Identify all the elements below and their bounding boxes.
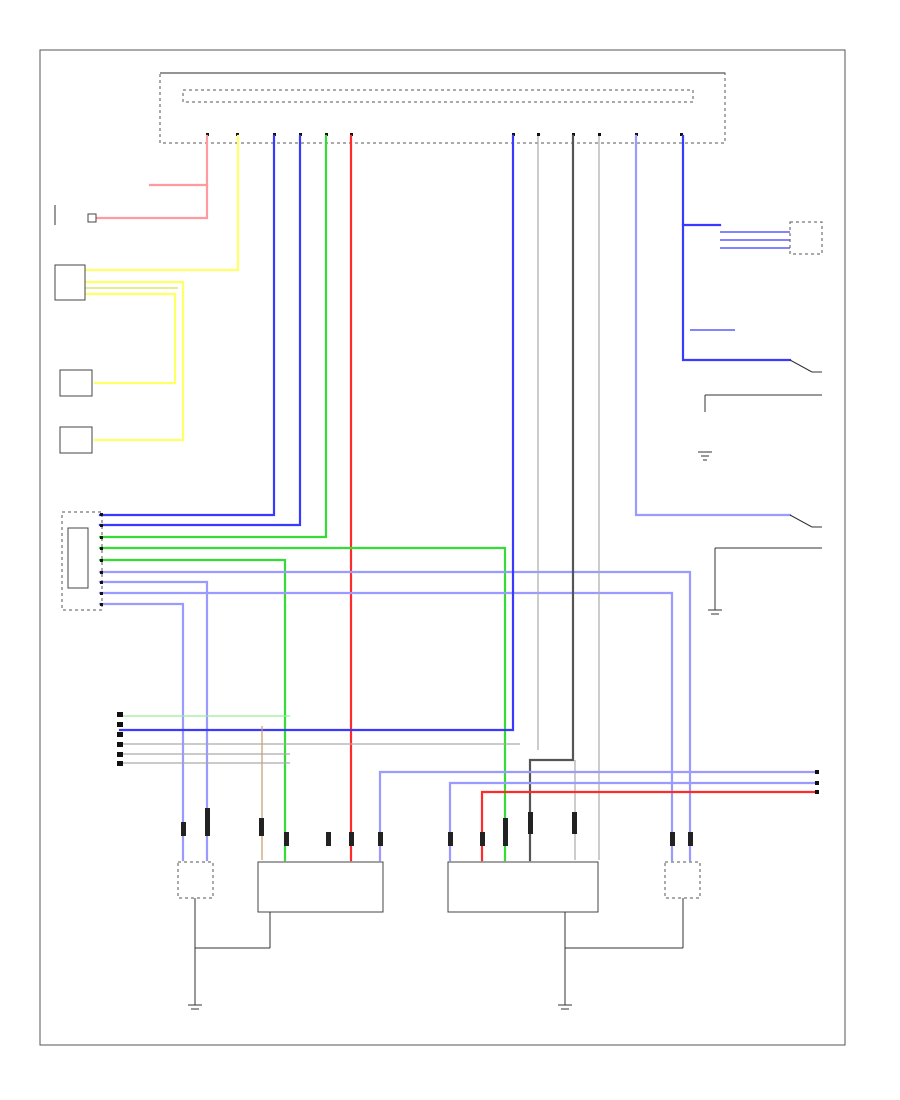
wire-lblue-r5 xyxy=(634,134,792,517)
wire-yellow-1 xyxy=(83,134,240,272)
wire-lblue-d xyxy=(98,602,185,862)
module-pins xyxy=(206,133,683,136)
left-connector-mid xyxy=(117,712,123,766)
control-module-outline xyxy=(159,72,726,144)
right-switch-2 xyxy=(714,514,822,610)
wire-gray-r4 xyxy=(574,136,600,860)
ground-bottom-left xyxy=(188,898,271,1010)
wire-pink-1 xyxy=(148,134,209,187)
wire-blue-a xyxy=(98,134,276,517)
wire-yellow-2 xyxy=(83,280,185,442)
ground-symbol-right-1 xyxy=(698,451,712,461)
right-switch-1 xyxy=(704,359,822,412)
bottom-connector-bars xyxy=(181,808,693,846)
wire-blue-r1 xyxy=(118,134,515,732)
bottom-module-right xyxy=(447,861,701,913)
ground-bottom-right xyxy=(558,898,684,1010)
wire-black-r3 xyxy=(528,134,575,862)
control-module-label-area xyxy=(728,72,828,127)
wire-green-a xyxy=(98,134,328,539)
wire-blue-r7 xyxy=(681,223,792,362)
wire-lblue-a xyxy=(98,570,692,862)
sensor-top-left xyxy=(54,205,97,225)
wire-green-b xyxy=(98,546,507,862)
wire-yellow-3 xyxy=(83,292,177,385)
lamp-1 xyxy=(59,369,93,397)
ground-symbol-right-2 xyxy=(708,609,722,615)
wire-blue-bus1 xyxy=(378,770,817,862)
wire-pink-2 xyxy=(93,183,209,220)
wire-blue-b xyxy=(98,134,302,527)
connector-yellow-left xyxy=(54,264,86,301)
right-switch-box xyxy=(789,221,823,255)
left-switch-panel xyxy=(61,511,103,611)
lamp-2 xyxy=(59,426,93,454)
wire-gray-sw xyxy=(120,743,520,764)
wire-lblue-b xyxy=(98,580,209,862)
wire-lblue-c xyxy=(98,591,674,862)
wire-blue-r8 xyxy=(690,231,790,331)
wire-blue-r6 xyxy=(681,134,722,227)
diagram-frame xyxy=(39,49,846,1046)
control-module-inner xyxy=(182,89,694,103)
bottom-module-left xyxy=(177,861,384,913)
bus-terminators xyxy=(815,770,819,794)
wire-green-c xyxy=(98,558,287,862)
